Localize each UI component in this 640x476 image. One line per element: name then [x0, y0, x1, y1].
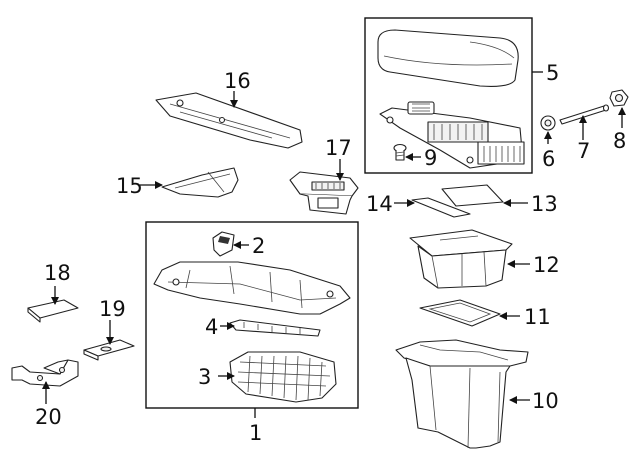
part-1-top-panel[interactable]: [153, 261, 351, 315]
part-10-console-bin[interactable]: [395, 339, 529, 449]
part-14-strip[interactable]: [411, 197, 471, 218]
callout-leaders: [42, 71, 626, 418]
callout-7: 7: [577, 139, 590, 163]
part-3-grille[interactable]: [229, 351, 337, 403]
callout-18: 18: [44, 261, 71, 285]
part-8-nut[interactable]: [609, 89, 629, 107]
callout-4: 4: [205, 315, 218, 339]
lid-base-assembly[interactable]: [379, 101, 525, 169]
part-11-tray-mat[interactable]: [419, 299, 501, 327]
callout-9: 9: [424, 146, 437, 170]
callout-14: 14: [366, 192, 393, 216]
callout-1: 1: [249, 421, 262, 445]
callout-17: 17: [325, 136, 352, 160]
callout-numbers: 16 15 17 2 4 3 1 5 6 7 8 9 13 14 12 11 1…: [35, 61, 626, 445]
assembly-box-1: [145, 221, 359, 409]
part-6-bushing[interactable]: [540, 115, 556, 131]
part-19-bracket[interactable]: [83, 339, 135, 361]
callout-8: 8: [613, 129, 626, 153]
callout-19: 19: [99, 297, 126, 321]
callout-15: 15: [116, 174, 143, 198]
callout-6: 6: [542, 147, 555, 171]
part-2-clip[interactable]: [212, 231, 235, 257]
part-18-plate[interactable]: [27, 299, 79, 323]
part-12-storage-tray[interactable]: [409, 229, 513, 289]
part-4-strip[interactable]: [229, 319, 321, 337]
part-13-pad[interactable]: [441, 184, 504, 207]
callout-20: 20: [35, 405, 62, 429]
callout-11: 11: [524, 305, 551, 329]
callout-2: 2: [252, 234, 265, 258]
part-9-screw[interactable]: [393, 143, 407, 161]
part-5-armrest-lid[interactable]: [377, 29, 519, 87]
part-17-bracket[interactable]: [289, 171, 359, 215]
part-16-trim-panel[interactable]: [155, 92, 303, 149]
callout-12: 12: [533, 253, 560, 277]
part-7-hinge-pin[interactable]: [559, 104, 610, 125]
callout-3: 3: [198, 365, 211, 389]
part-20-mounting-bracket[interactable]: [11, 359, 79, 387]
callout-5: 5: [546, 61, 559, 85]
part-15-small-trim[interactable]: [161, 167, 239, 198]
callout-16: 16: [224, 69, 251, 93]
assembly-box-5: [364, 17, 533, 174]
callout-13: 13: [531, 192, 558, 216]
callout-10: 10: [532, 389, 559, 413]
